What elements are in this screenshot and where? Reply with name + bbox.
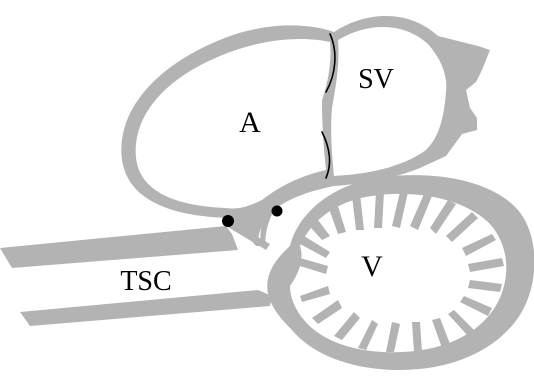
label-ventricle: V bbox=[361, 250, 383, 283]
av-valve-node-left bbox=[222, 215, 234, 227]
label-atrium: A bbox=[239, 106, 261, 139]
av-valve-node-right bbox=[272, 206, 283, 217]
label-sinus-venosus: SV bbox=[358, 64, 394, 95]
label-outflow-tract: TSC bbox=[120, 266, 171, 297]
outflow-tract bbox=[0, 226, 238, 268]
